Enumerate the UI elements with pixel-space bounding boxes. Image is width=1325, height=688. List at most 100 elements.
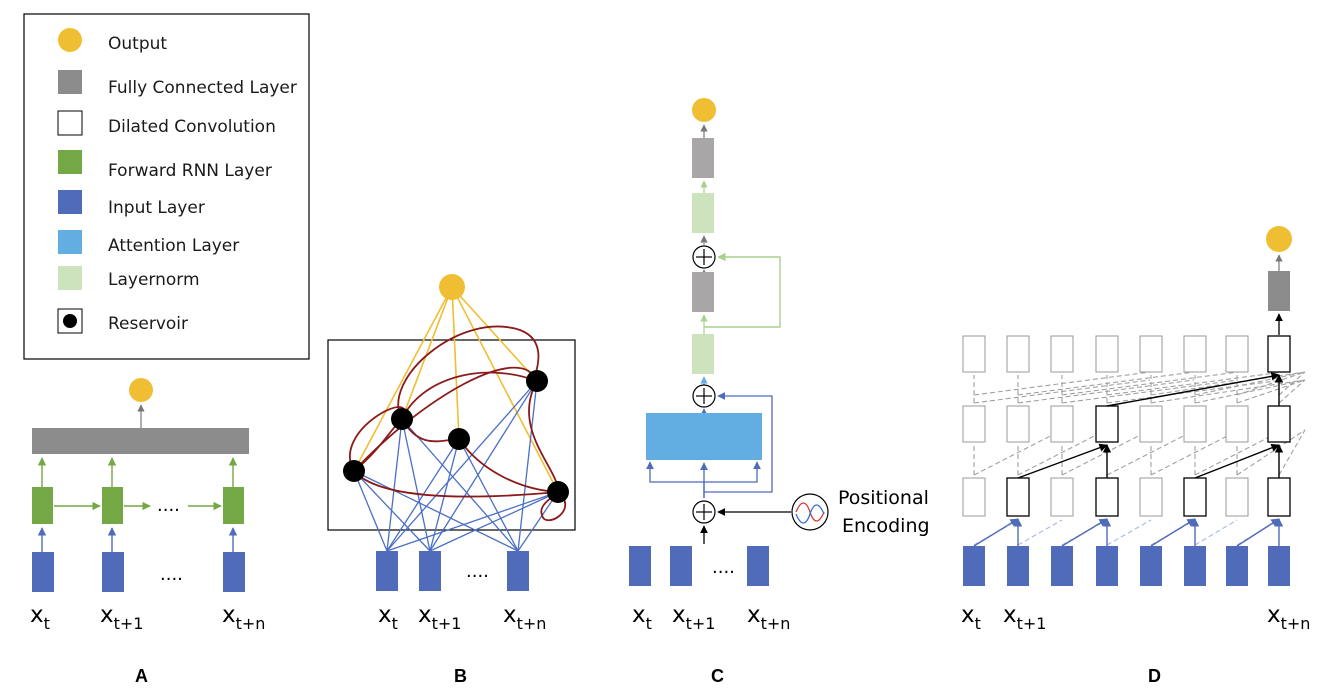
a-label-xt: xt: [30, 602, 50, 633]
b-input-3: [507, 551, 529, 591]
b-output-edges: [353, 286, 559, 493]
panel-label-c: C: [711, 666, 724, 686]
legend-label-fully-connected: Fully Connected Layer: [108, 78, 297, 98]
c-fully-connected-top: [692, 138, 714, 178]
a-rnn-3: [223, 487, 244, 524]
d-conv-cell-l2-2: [1006, 405, 1030, 443]
c-fully-connected-mid: [692, 272, 714, 312]
a-fully-connected: [32, 428, 249, 454]
d-conv-cell-l3-6: [1183, 335, 1207, 373]
b-input-ellipsis: ....: [466, 561, 489, 582]
attention-icon: [58, 230, 82, 254]
d-label-xtn: xt+n: [1267, 602, 1310, 633]
output-icon: [58, 28, 82, 52]
a-rnn-1: [32, 487, 53, 524]
panel-label-b: B: [454, 666, 467, 686]
d-label-xt1: xt+1: [1003, 602, 1046, 633]
panel-d: xt xt+1 xt+n D: [961, 226, 1310, 686]
legend-label-reservoir: Reservoir: [108, 314, 188, 334]
d-conv-cell-l1-8: [1267, 477, 1291, 517]
b-reservoir-node-5: [547, 481, 569, 503]
d-input-7: [1226, 546, 1248, 586]
d-conv-cell-l2-8: [1267, 405, 1291, 443]
d-conv-cell-l2-3: [1050, 405, 1074, 443]
b-input-edges: [353, 380, 559, 552]
c-input-ellipsis: ....: [712, 557, 735, 578]
c-input-1: [629, 546, 651, 586]
d-conv-cell-l1-3: [1050, 477, 1074, 517]
c-input-3: [747, 546, 769, 586]
layernorm-icon: [58, 266, 82, 290]
a-label-xt1: xt+1: [100, 602, 143, 633]
b-reservoir-node-2: [391, 408, 413, 430]
d-conv-cell-l3-8: [1267, 335, 1291, 373]
d-input-2: [1007, 546, 1029, 586]
c-input-2: [670, 546, 692, 586]
d-conv-cell-l2-4: [1095, 405, 1119, 443]
b-label-xtn: xt+n: [503, 602, 546, 633]
b-input-1: [376, 551, 398, 591]
b-label-xt: xt: [378, 602, 398, 633]
a-rnn-2: [102, 487, 123, 524]
c-label-xt: xt: [632, 602, 652, 633]
a-output-node: [129, 378, 153, 402]
legend-box: [23, 13, 310, 360]
d-conv-cell-l2-1: [962, 405, 986, 443]
d-conv-cell-l1-2: [1006, 477, 1030, 517]
c-layernorm-mid: [692, 334, 714, 374]
d-conv-cell-l2-7: [1225, 405, 1249, 443]
d-conv-cell-l1-5: [1139, 477, 1163, 517]
d-conv-cell-l1-6: [1183, 477, 1207, 517]
a-label-xtn: xt+n: [222, 602, 265, 633]
d-input-4: [1096, 546, 1118, 586]
d-conv-cell-l2-6: [1183, 405, 1207, 443]
d-conv-cell-l3-4: [1095, 335, 1119, 373]
panel-b: .... xt xt+1 xt+n B: [327, 274, 576, 686]
d-input-3: [1051, 546, 1073, 586]
panel-c: Positional Encoding .... xt xt+1 xt+n C: [629, 98, 930, 686]
panel-a: .... .... xt xt+1 xt+n A: [30, 378, 265, 686]
panel-label-a: A: [135, 666, 148, 686]
d-conv-cell-l2-5: [1139, 405, 1163, 443]
b-reservoir-box: [327, 339, 576, 531]
d-conv-cell-l1-7: [1225, 477, 1249, 517]
c-label-xt1: xt+1: [672, 602, 715, 633]
a-rnn-ellipsis: ....: [157, 495, 180, 516]
forward-rnn-icon: [58, 150, 82, 174]
panel-label-d: D: [1148, 666, 1161, 686]
a-input-2: [102, 552, 124, 592]
b-reservoir-node-3: [448, 428, 470, 450]
b-input-2: [419, 551, 441, 591]
b-reservoir-node-4: [526, 370, 548, 392]
c-layernorm-top: [692, 193, 714, 233]
d-output-node: [1266, 226, 1292, 252]
d-input-6: [1184, 546, 1206, 586]
legend-label-input: Input Layer: [108, 198, 205, 218]
legend-label-forward-rnn: Forward RNN Layer: [108, 161, 272, 181]
c-positional-label-2: Encoding: [842, 515, 930, 537]
legend-label-output: Output: [108, 34, 167, 54]
d-conv-cell-l1-1: [962, 477, 986, 517]
b-label-xt1: xt+1: [418, 602, 461, 633]
c-output-node: [692, 98, 716, 122]
d-dilated-conv-grid: [962, 335, 1306, 586]
b-reservoir-node-1: [343, 460, 365, 482]
d-input-1: [963, 546, 985, 586]
a-input-1: [32, 552, 54, 592]
c-label-xtn: xt+n: [747, 602, 790, 633]
d-input-5: [1140, 546, 1162, 586]
d-conv-cell-l3-3: [1050, 335, 1074, 373]
legend: Output Fully Connected Layer Dilated Con…: [23, 13, 310, 360]
a-input-ellipsis: ....: [160, 564, 183, 585]
d-conv-cell-l3-2: [1006, 335, 1030, 373]
d-conv-cell-l3-1: [962, 335, 986, 373]
legend-label-attention: Attention Layer: [108, 236, 239, 256]
d-conv-cell-l3-5: [1139, 335, 1163, 373]
d-label-xt: xt: [961, 602, 981, 633]
c-attention-layer: [646, 413, 762, 460]
reservoir-icon: [63, 314, 77, 328]
d-conv-cell-l3-7: [1225, 335, 1249, 373]
d-fully-connected: [1268, 271, 1290, 311]
fully-connected-icon: [58, 70, 82, 94]
